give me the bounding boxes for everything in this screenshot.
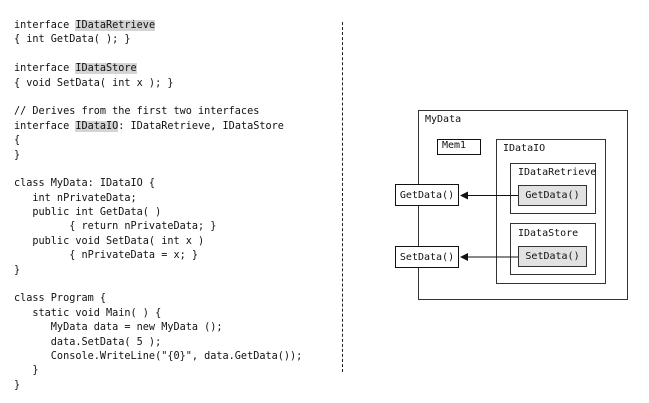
code-line: public void SetData( int x ) <box>14 235 302 249</box>
code-text: { nPrivateData = x; } <box>14 250 199 262</box>
code-text: } <box>14 149 21 161</box>
exposed-getdata-box: GetData() <box>395 184 459 206</box>
code-line: } <box>14 364 302 378</box>
code-line: class MyData: IDataIO { <box>14 177 302 191</box>
code-line: interface IDataRetrieve <box>14 19 302 33</box>
code-line: { <box>14 134 302 148</box>
code-line: // Derives from the first two interfaces <box>14 105 302 119</box>
code-text: static void Main( ) { <box>14 307 162 319</box>
code-line: static void Main( ) { <box>14 307 302 321</box>
code-text: interface <box>14 120 76 132</box>
code-text: class MyData: IDataIO { <box>14 178 156 190</box>
code-line: data.SetData( 5 ); <box>14 336 302 350</box>
code-line: interface IDataIO: IDataRetrieve, IDataS… <box>14 120 302 134</box>
code-text: interface <box>14 20 76 31</box>
code-text: int nPrivateData; <box>14 192 137 204</box>
highlighted-identifier: IDataRetrieve <box>75 20 156 31</box>
code-text: public int GetData( ) <box>14 207 162 219</box>
code-listing: interface IDataRetrieve{ int GetData( );… <box>14 19 302 393</box>
code-text: Console.WriteLine("{0}", data.GetData())… <box>14 350 303 362</box>
idataio-label: IDataIO <box>503 143 546 154</box>
code-text: class Program { <box>14 293 107 305</box>
code-line: { void SetData( int x ); } <box>14 77 302 91</box>
idatastore-label: IDataStore <box>518 228 579 239</box>
highlighted-identifier: IDataStore <box>75 63 137 75</box>
retrieve-getdata-method: GetData() <box>518 185 587 206</box>
code-text: : IDataRetrieve, IDataStore <box>118 120 284 132</box>
code-text: interface <box>14 63 76 75</box>
mem1-box <box>437 139 481 155</box>
mydata-label: MyData <box>425 114 462 125</box>
code-text: } <box>14 379 21 391</box>
idataretrieve-label: IDataRetrieve <box>518 167 597 178</box>
code-line: MyData data = new MyData (); <box>14 321 302 335</box>
code-line: interface IDataStore <box>14 62 302 76</box>
code-text: MyData data = new MyData (); <box>14 322 223 334</box>
store-setdata-method: SetData() <box>518 246 587 267</box>
code-text: public void SetData( int x ) <box>14 235 205 247</box>
code-text: } <box>14 365 39 377</box>
code-text: // Derives from the first two interfaces <box>14 106 260 118</box>
code-text: { int GetData( ); } <box>14 34 131 46</box>
code-text: data.SetData( 5 ); <box>14 336 162 348</box>
dashed-divider <box>342 22 343 372</box>
mem1-label: Mem1 <box>442 140 467 151</box>
code-line: } <box>14 379 302 393</box>
highlighted-identifier: IDataIO <box>75 120 119 132</box>
code-text: { return nPrivateData; } <box>14 221 217 233</box>
code-line: { nPrivateData = x; } <box>14 249 302 263</box>
code-line: class Program { <box>14 292 302 306</box>
code-line: } <box>14 264 302 278</box>
code-line: int nPrivateData; <box>14 192 302 206</box>
code-line: Console.WriteLine("{0}", data.GetData())… <box>14 350 302 364</box>
exposed-setdata-box: SetData() <box>395 246 459 268</box>
code-text: { void SetData( int x ); } <box>14 77 174 89</box>
code-line: } <box>14 149 302 163</box>
code-line: { return nPrivateData; } <box>14 220 302 234</box>
code-line: public int GetData( ) <box>14 206 302 220</box>
code-text: } <box>14 264 21 276</box>
code-text: { <box>14 135 21 147</box>
code-line: { int GetData( ); } <box>14 33 302 47</box>
